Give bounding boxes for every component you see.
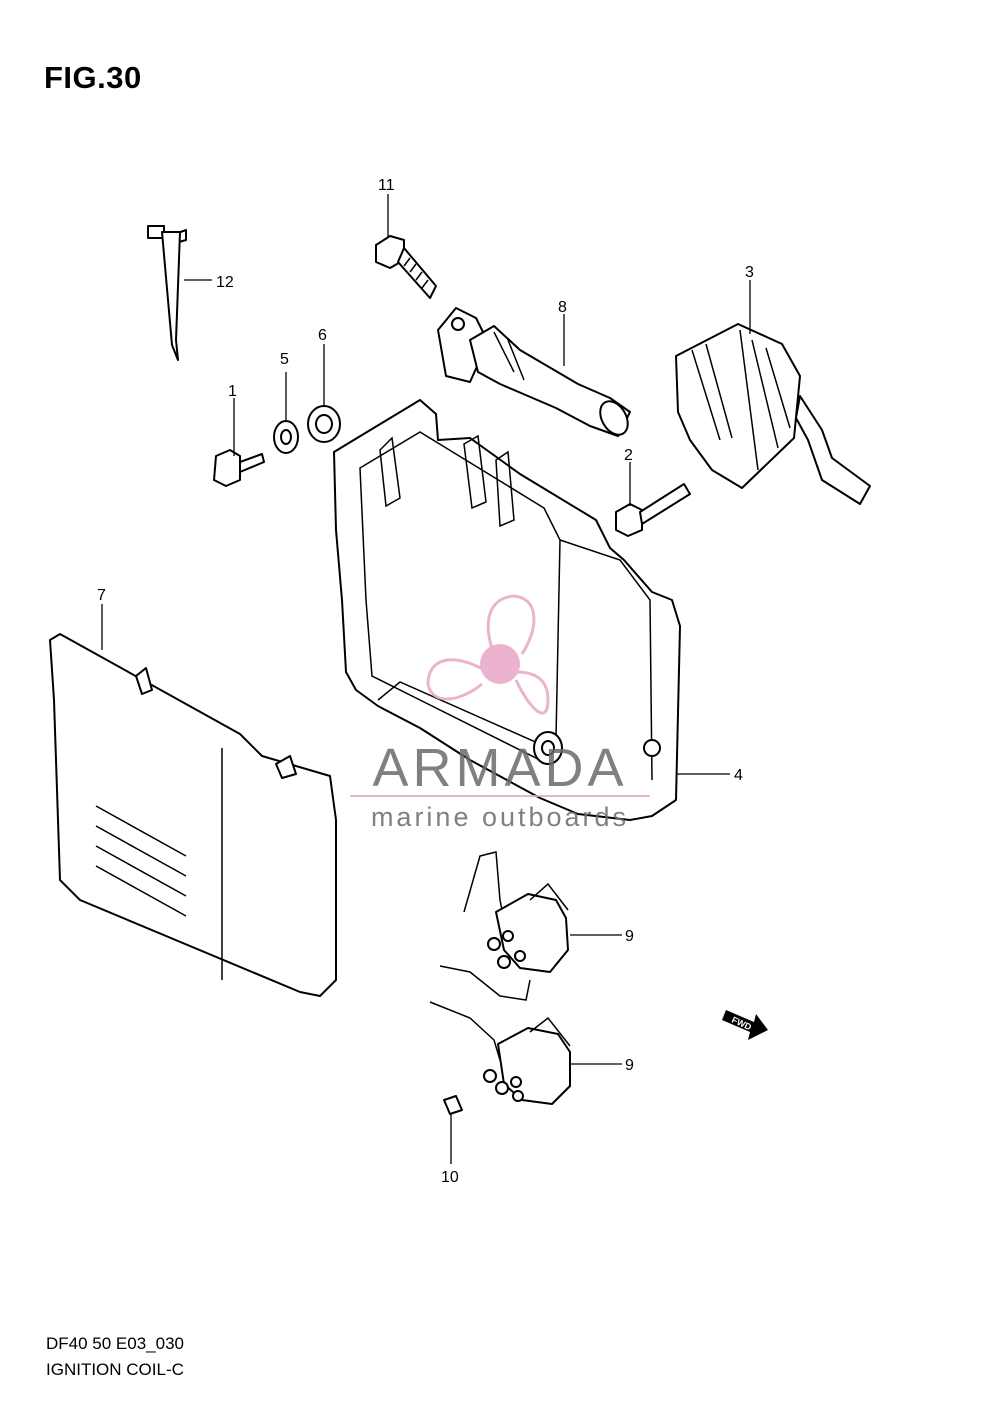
callout-3: 3 <box>745 264 754 281</box>
leader-lines <box>101 194 751 1164</box>
part-2-bolt <box>615 483 691 537</box>
callout-11: 11 <box>378 177 395 194</box>
part-10-cap <box>443 1095 463 1115</box>
part-3-rectifier <box>675 323 871 505</box>
part-12-cable-tie <box>147 225 187 361</box>
callout-10: 10 <box>441 1169 459 1186</box>
part-5-washer <box>273 420 299 454</box>
callout-6: 6 <box>318 327 327 344</box>
fwd-label: FWD <box>730 1015 753 1033</box>
part-8-ignition-coil <box>437 307 631 437</box>
part-6-grommet <box>307 405 341 443</box>
figure-title: FIG.30 <box>44 60 142 95</box>
watermark: ARMADA marine outboards <box>350 594 650 832</box>
part-7-cover <box>49 633 337 997</box>
callout-5: 5 <box>280 351 289 368</box>
fwd-arrow-icon: FWD <box>722 1010 768 1040</box>
callout-1: 1 <box>228 383 237 400</box>
part-4-bracket <box>333 399 681 821</box>
part-1-bolt <box>213 449 265 487</box>
callout-4: 4 <box>734 767 743 784</box>
propeller-logo-icon <box>426 594 550 715</box>
watermark-tagline: marine outboards <box>371 802 629 832</box>
callout-8: 8 <box>558 299 567 316</box>
section-name: IGNITION COIL-C <box>46 1360 184 1379</box>
part-9-coil-lower <box>429 1001 571 1105</box>
watermark-brand: ARMADA <box>372 738 627 798</box>
part-9-coil-upper <box>439 851 569 1001</box>
callout-9-lower: 9 <box>625 1057 634 1074</box>
part-11-bolt <box>375 235 437 299</box>
callout-12: 12 <box>216 274 234 291</box>
callout-2: 2 <box>624 447 633 464</box>
callout-9-upper: 9 <box>625 928 634 945</box>
model-code: DF40 50 E03_030 <box>46 1334 184 1353</box>
callout-7: 7 <box>97 587 106 604</box>
